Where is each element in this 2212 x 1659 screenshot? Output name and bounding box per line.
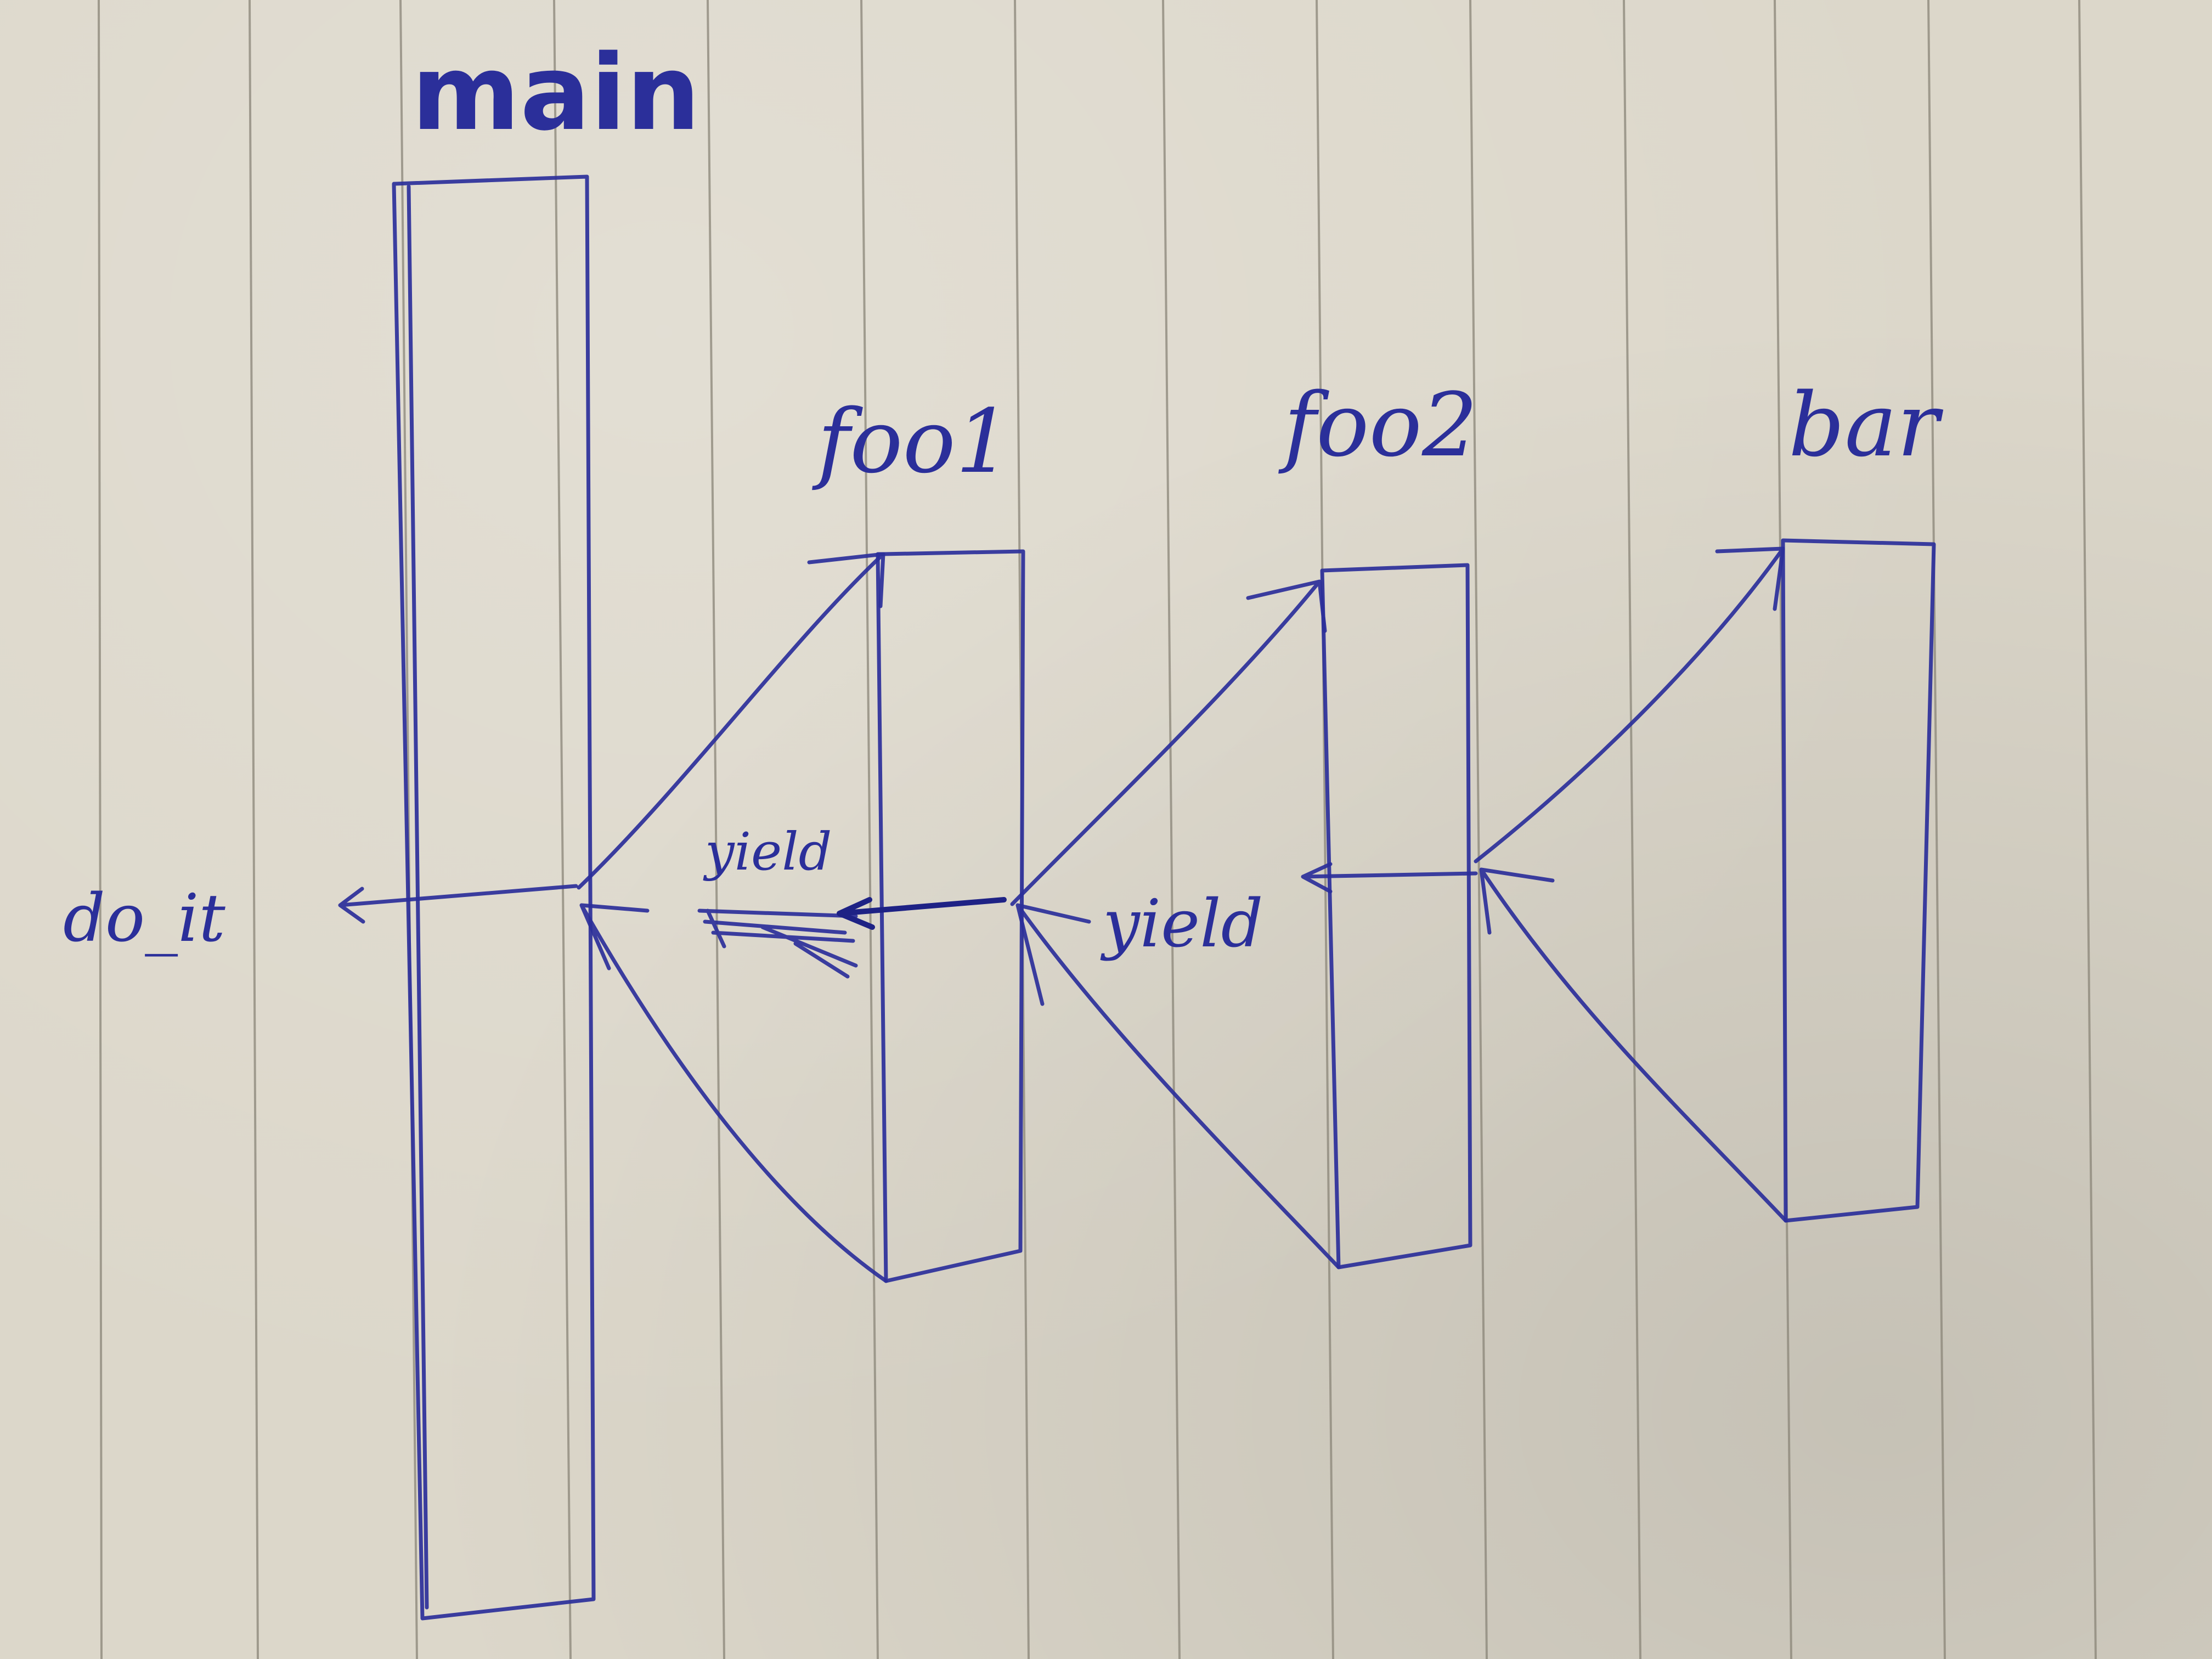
call-arrow-foo1-foo2: [1010, 579, 1327, 906]
frame-box-bar: [1781, 538, 1936, 1223]
yield-label-2: yield: [1100, 886, 1263, 962]
return-arrow-foo2-foo1: [1015, 903, 1341, 1269]
call-arrow-foo2-bar: [1474, 546, 1785, 864]
return-arrow-bar-foo2: [1479, 867, 1788, 1223]
yield-label-1: yield: [703, 822, 832, 882]
frame-label-foo2: foo2: [1278, 374, 1478, 476]
entry-call-label: do_it: [63, 881, 225, 957]
yield-arrow-foo1: [837, 897, 1007, 930]
frame-label-main: main: [411, 32, 701, 154]
frame-box-foo2: [1320, 563, 1472, 1269]
frame-label-foo1: foo1: [812, 390, 1012, 493]
call-arrow-main-foo1: [577, 552, 885, 890]
yield-arrow-foo2: [1301, 862, 1478, 894]
frame-label-bar: bar: [1788, 374, 1944, 476]
return-arrow-foo1-main: [579, 903, 888, 1283]
entry-arrow: [338, 884, 578, 924]
frame-box-foo1: [876, 549, 1025, 1283]
scribble-mark: [697, 909, 858, 979]
